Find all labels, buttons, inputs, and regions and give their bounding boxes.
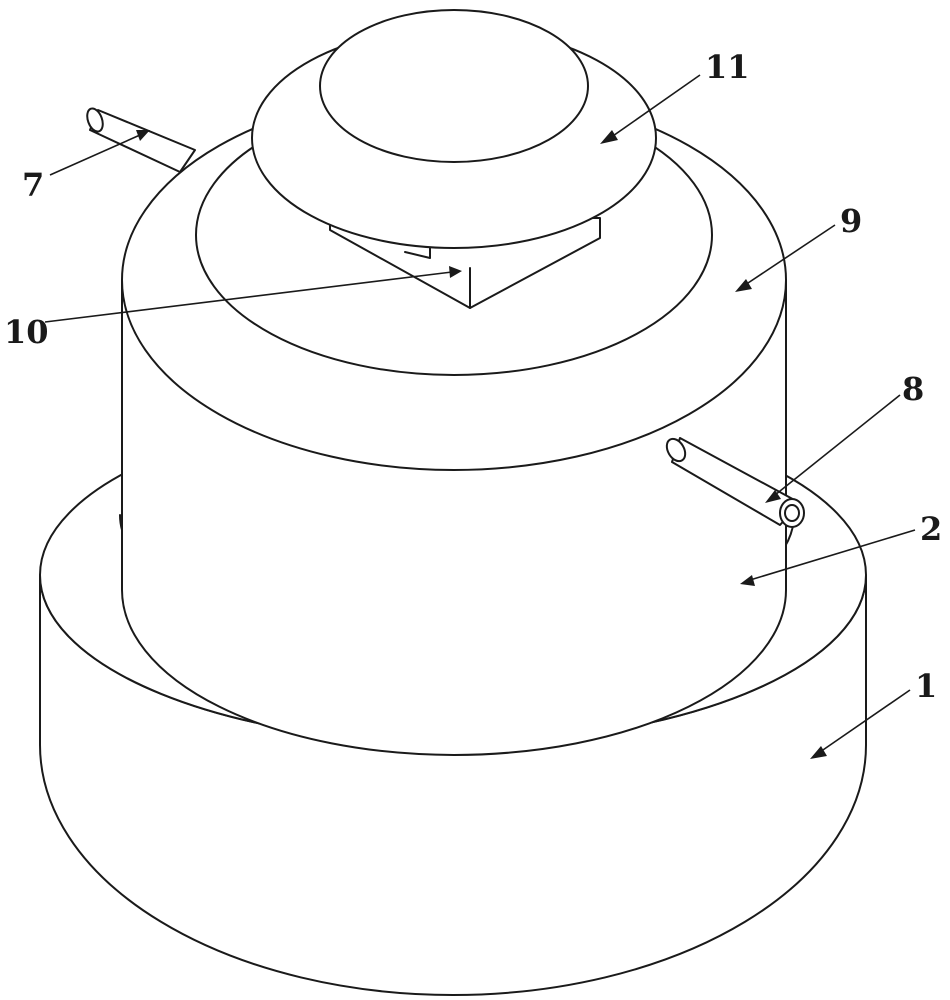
callout-11: 11 [705,48,750,86]
leader-lines [44,74,916,759]
cap [251,9,657,249]
callout-10: 10 [4,313,49,351]
callout-1: 1 [915,667,937,705]
inlet-pipe-7 [86,107,196,173]
callout-7: 7 [22,166,44,204]
callout-8: 8 [902,370,924,408]
outlet-pipe-8 [665,437,805,528]
callout-2: 2 [920,510,942,548]
callout-9: 9 [840,202,862,240]
callout-labels: 11 7 9 10 8 2 1 [4,48,942,705]
